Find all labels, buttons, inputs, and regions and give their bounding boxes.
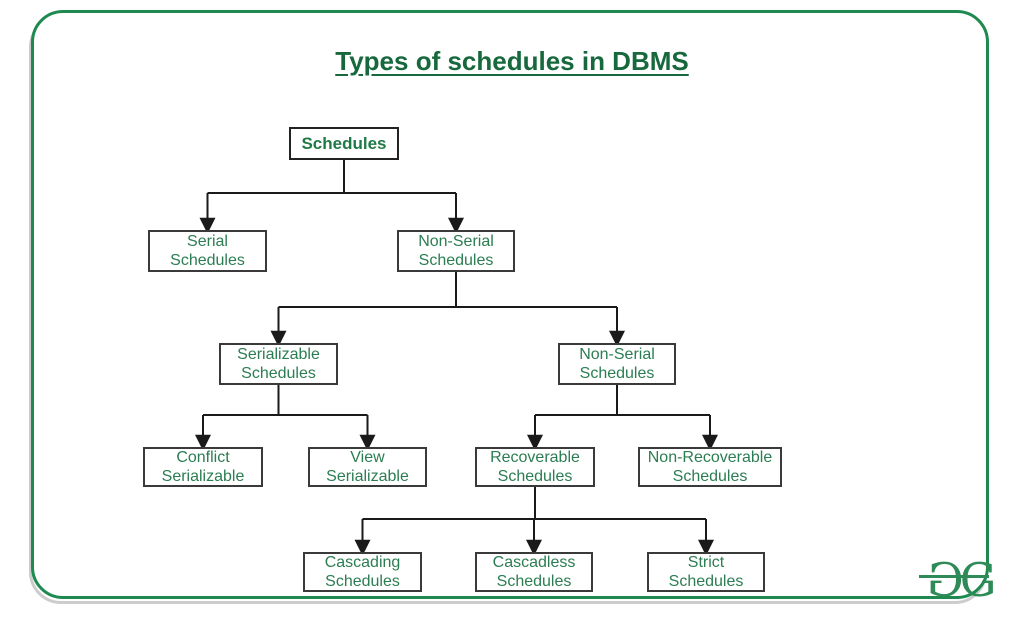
- node-label: Schedules: [301, 134, 387, 153]
- node-serializable-schedules: Serializable Schedules: [219, 343, 338, 385]
- geeksforgeeks-logo-icon: GG: [919, 553, 997, 608]
- node-label-line2: Schedules: [579, 365, 655, 382]
- node-label-line1: Conflict: [176, 449, 230, 466]
- page-title: Types of schedules in DBMS: [335, 46, 689, 76]
- node-label-line1: Cascading: [324, 554, 401, 571]
- node-view-serializable: View Serializable: [308, 447, 427, 487]
- node-label-line1: Non-Serial: [418, 233, 494, 250]
- node-conflict-serializable: Conflict Serializable: [143, 447, 263, 487]
- node-label-line2: Schedules: [418, 252, 494, 269]
- green-frame: [31, 10, 989, 599]
- logo-crossbar: [919, 575, 989, 578]
- node-schedules: Schedules: [289, 127, 399, 160]
- node-cascading-schedules: Cascading Schedules: [303, 552, 422, 592]
- node-label-line2: Schedules: [241, 365, 316, 382]
- node-label-line1: Strict: [687, 554, 725, 571]
- node-label-line2: Serializable: [326, 468, 409, 485]
- node-non-serial-schedules: Non-Serial Schedules: [397, 230, 515, 272]
- node-non-serial-schedules-2: Non-Serial Schedules: [558, 343, 676, 385]
- node-label-line1: Cascadless: [492, 554, 576, 571]
- logo-letter-flipped: G: [927, 553, 964, 607]
- node-label-line2: Schedules: [668, 573, 744, 590]
- logo-letter: G: [959, 553, 997, 607]
- node-label-line2: Schedules: [496, 573, 572, 590]
- node-label-line2: Schedules: [497, 468, 573, 485]
- node-label-line1: Non-Serial: [579, 346, 655, 363]
- node-cascadless-schedules: Cascadless Schedules: [475, 552, 593, 592]
- node-label-line2: Schedules: [170, 252, 245, 269]
- node-label-line1: Recoverable: [490, 449, 580, 466]
- node-label-line1: View: [350, 449, 385, 466]
- node-recoverable-schedules: Recoverable Schedules: [475, 447, 595, 487]
- node-label-line2: Schedules: [672, 468, 748, 485]
- node-serial-schedules: Serial Schedules: [148, 230, 267, 272]
- node-label-line1: Non-Recoverable: [647, 449, 773, 466]
- node-label-line1: Serializable: [237, 346, 320, 363]
- node-strict-schedules: Strict Schedules: [647, 552, 765, 592]
- node-label-line1: Serial: [187, 233, 228, 250]
- node-non-recoverable-schedules: Non-Recoverable Schedules: [638, 447, 782, 487]
- node-label-line2: Schedules: [325, 573, 400, 590]
- node-label-line2: Serializable: [161, 468, 245, 485]
